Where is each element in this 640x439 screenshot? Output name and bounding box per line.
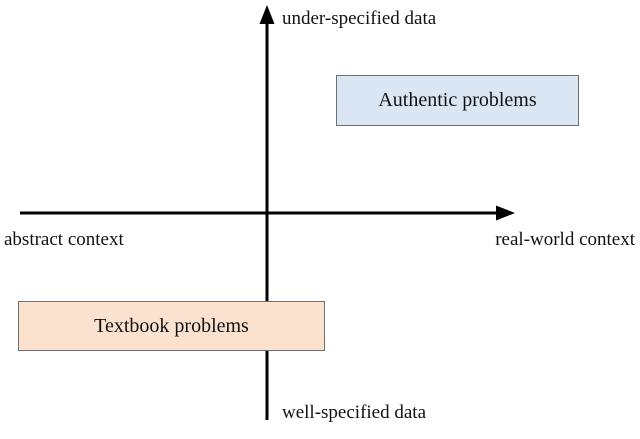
right-arrowhead	[496, 205, 515, 221]
x-axis-left-label: abstract context	[4, 229, 124, 250]
textbook-problems-box: Textbook problems	[18, 301, 325, 351]
y-axis-top-label: under-specified data	[282, 8, 437, 29]
authentic-problems-box: Authentic problems	[336, 75, 579, 126]
x-axis-right-label: real-world context	[495, 229, 635, 250]
y-axis-bottom-label: well-specified data	[282, 402, 427, 423]
top-arrowhead	[259, 5, 275, 24]
